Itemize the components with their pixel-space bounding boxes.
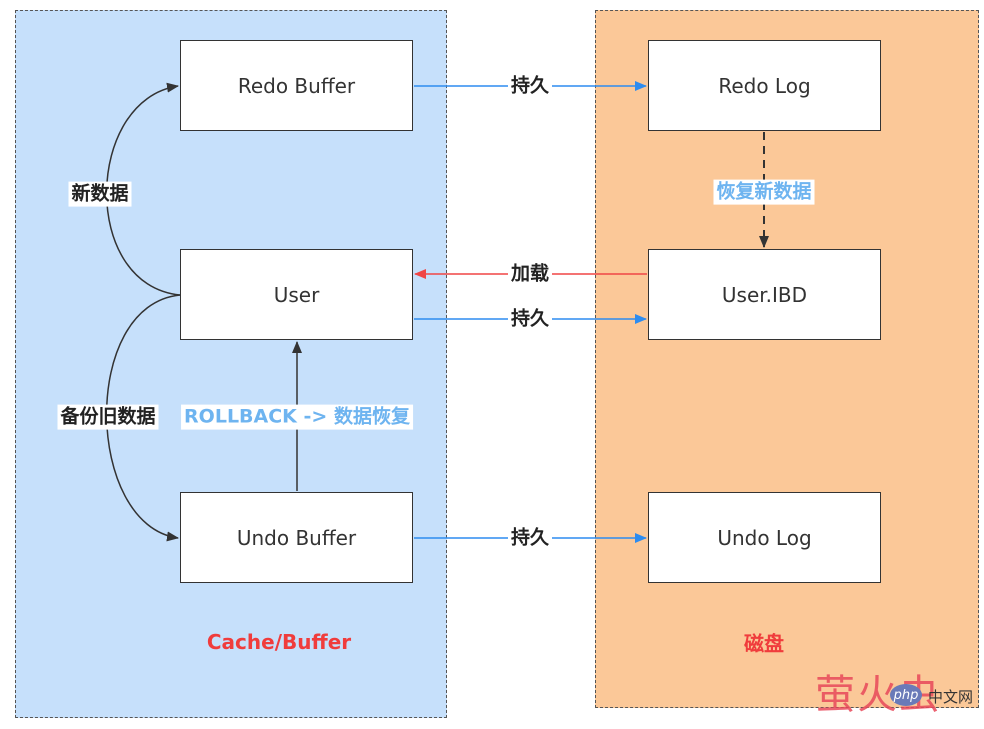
redo-log-node: Redo Log [648,40,881,131]
redo-buffer-node: Redo Buffer [180,40,413,131]
user-ibd-node: User.IBD [648,249,881,340]
disk-title: 磁盘 [744,631,784,656]
undo-buffer-node: Undo Buffer [180,492,413,583]
watermark-suffix: 中文网 [928,688,974,706]
undo-log-node: Undo Log [648,492,881,583]
persist-undo-label: 持久 [507,525,553,551]
recover-new-label: 恢复新数据 [713,179,815,205]
persist-redo-label: 持久 [507,73,553,99]
load-label: 加载 [507,261,553,287]
backup-old-label: 备份旧数据 [57,404,159,430]
cache-buffer-title: Cache/Buffer [206,630,352,654]
new-data-label: 新数据 [68,181,132,207]
watermark-text: 萤火虫 [815,672,941,718]
rollback-label: ROLLBACK -> 数据恢复 [181,404,413,430]
user-node: User [180,249,413,340]
watermark-badge: php [890,684,922,706]
persist-user-label: 持久 [507,306,553,332]
